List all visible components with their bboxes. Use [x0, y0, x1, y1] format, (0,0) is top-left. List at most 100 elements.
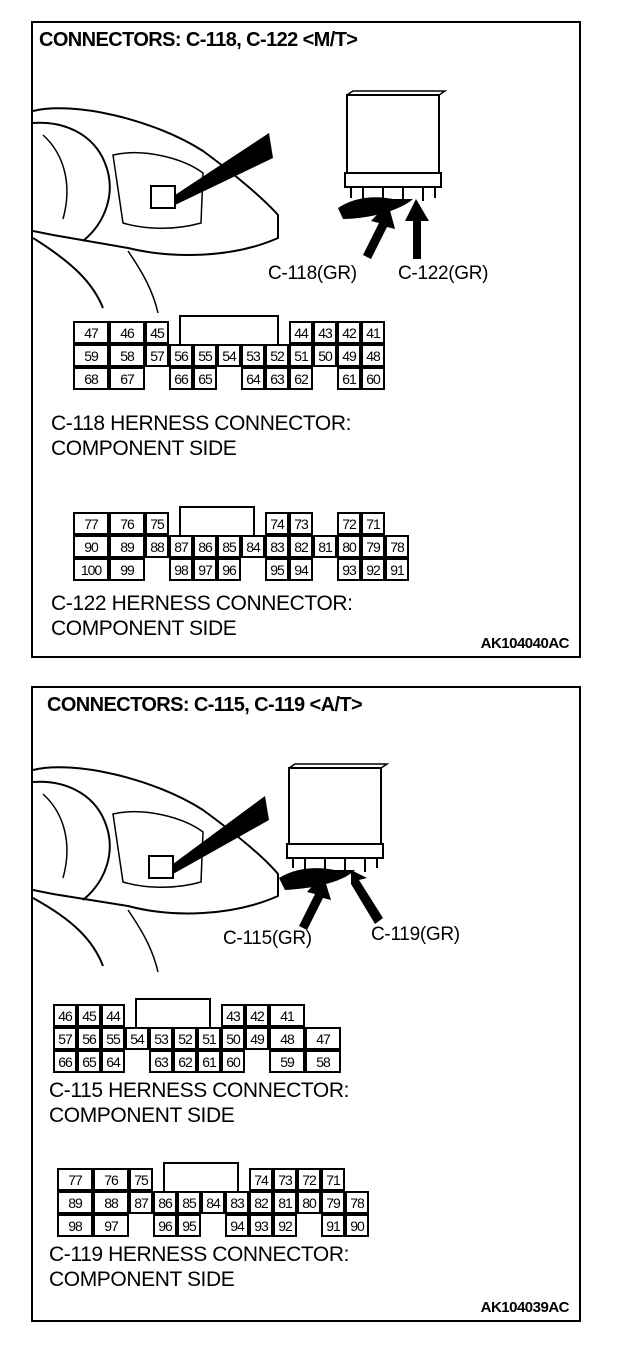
connector-pin: 52 [265, 344, 289, 367]
connector-pin: 94 [225, 1214, 249, 1237]
connector-pin: 90 [345, 1214, 369, 1237]
figure-code: AK104039AC [480, 1299, 570, 1316]
connector-pin: 73 [289, 512, 313, 535]
connector-pin: 57 [53, 1027, 77, 1050]
connector-pin: 89 [57, 1191, 93, 1214]
connector-pin: 79 [321, 1191, 345, 1214]
connector-pin: 81 [273, 1191, 297, 1214]
connector-pin: 92 [361, 558, 385, 581]
connector-pin: 64 [101, 1050, 125, 1073]
connector-pin: 76 [109, 512, 145, 535]
connector-pin: 75 [129, 1168, 153, 1191]
connector-pin: 71 [321, 1168, 345, 1191]
connector-pin: 87 [129, 1191, 153, 1214]
connector-pin: 49 [245, 1027, 269, 1050]
connector-pin: 86 [153, 1191, 177, 1214]
connector-housing [179, 315, 279, 344]
connector-pin: 85 [217, 535, 241, 558]
connector-housing [135, 998, 211, 1027]
connector-pin: 83 [265, 535, 289, 558]
connector-pin: 84 [201, 1191, 225, 1214]
connector-pin: 57 [145, 344, 169, 367]
connector-pin: 55 [193, 344, 217, 367]
connector-pin: 88 [145, 535, 169, 558]
connector-caption: C-118 HERNESS CONNECTOR: COMPONENT SIDE [51, 411, 351, 461]
dashboard-ecu-illustration [33, 90, 448, 314]
connector-pin: 53 [241, 344, 265, 367]
connector-caption: C-115 HERNESS CONNECTOR: COMPONENT SIDE [49, 1078, 349, 1128]
caption-line: COMPONENT SIDE [51, 617, 237, 640]
connector-pin: 80 [297, 1191, 321, 1214]
caption-line: COMPONENT SIDE [49, 1268, 235, 1291]
connector-pin: 95 [265, 558, 289, 581]
connector-pin: 59 [269, 1050, 305, 1073]
connector-pin: 58 [305, 1050, 341, 1073]
connector-pin: 75 [145, 512, 169, 535]
connector-pin: 46 [53, 1004, 77, 1027]
connector-pin: 42 [245, 1004, 269, 1027]
connector-caption: C-119 HERNESS CONNECTOR: COMPONENT SIDE [49, 1242, 349, 1292]
connector-housing [163, 1162, 239, 1191]
connector-pin: 90 [73, 535, 109, 558]
connector-pin: 63 [265, 367, 289, 390]
connector-label-right: C-119(GR) [371, 924, 460, 945]
connector-pin: 43 [313, 321, 337, 344]
connector-pin: 61 [337, 367, 361, 390]
connector-pin: 59 [73, 344, 109, 367]
connector-pin: 79 [361, 535, 385, 558]
dashboard-ecu-illustration [33, 763, 390, 973]
panel-title: CONNECTORS: C-115, C-119 <A/T> [47, 694, 363, 716]
connector-pin: 72 [297, 1168, 321, 1191]
caption-line: COMPONENT SIDE [51, 437, 237, 460]
connector-pin: 50 [313, 344, 337, 367]
connector-pin: 41 [269, 1004, 305, 1027]
connector-label-right: C-122(GR) [398, 263, 489, 284]
connector-pin: 98 [57, 1214, 93, 1237]
connector-pin: 91 [321, 1214, 345, 1237]
connector-pin: 82 [249, 1191, 273, 1214]
connector-pin: 51 [289, 344, 313, 367]
connector-pin: 45 [145, 321, 169, 344]
connector-pin: 97 [193, 558, 217, 581]
connector-pin: 74 [249, 1168, 273, 1191]
connector-pin: 85 [177, 1191, 201, 1214]
connector-pin: 63 [149, 1050, 173, 1073]
connector-pin: 78 [385, 535, 409, 558]
caption-line: C-115 HERNESS CONNECTOR: [49, 1079, 350, 1102]
connector-pin: 47 [73, 321, 109, 344]
connector-pin: 84 [241, 535, 265, 558]
connector-pin: 77 [73, 512, 109, 535]
connector-pin: 41 [361, 321, 385, 344]
connector-pin: 60 [221, 1050, 245, 1073]
connector-label-left: C-115(GR) [223, 928, 312, 949]
connector-pin: 47 [305, 1027, 341, 1050]
connector-pin: 88 [93, 1191, 129, 1214]
connector-pin: 60 [361, 367, 385, 390]
connector-pin: 62 [289, 367, 313, 390]
connector-pin: 97 [93, 1214, 129, 1237]
connector-pin: 94 [289, 558, 313, 581]
connector-pin: 56 [77, 1027, 101, 1050]
connector-pin: 92 [273, 1214, 297, 1237]
connector-panel-mt: CONNECTORS: C-118, C-122 <M/T> C-118(GR)… [31, 21, 581, 658]
connector-housing [179, 506, 255, 535]
connector-pin: 93 [337, 558, 361, 581]
connector-pin: 66 [169, 367, 193, 390]
connector-pin: 61 [197, 1050, 221, 1073]
connector-pin: 65 [193, 367, 217, 390]
connector-pin: 44 [289, 321, 313, 344]
connector-pin: 64 [241, 367, 265, 390]
connector-pin: 72 [337, 512, 361, 535]
connector-pin: 48 [361, 344, 385, 367]
connector-pin: 53 [149, 1027, 173, 1050]
connector-pin: 93 [249, 1214, 273, 1237]
panel-title: CONNECTORS: C-118, C-122 <M/T> [39, 29, 358, 51]
caption-line: C-122 HERNESS CONNECTOR: [51, 592, 353, 615]
connector-pin: 55 [101, 1027, 125, 1050]
connector-pin: 95 [177, 1214, 201, 1237]
connector-caption: C-122 HERNESS CONNECTOR: COMPONENT SIDE [51, 591, 353, 641]
connector-pin: 56 [169, 344, 193, 367]
connector-pin: 58 [109, 344, 145, 367]
connector-pin: 45 [77, 1004, 101, 1027]
connector-pin: 77 [57, 1168, 93, 1191]
